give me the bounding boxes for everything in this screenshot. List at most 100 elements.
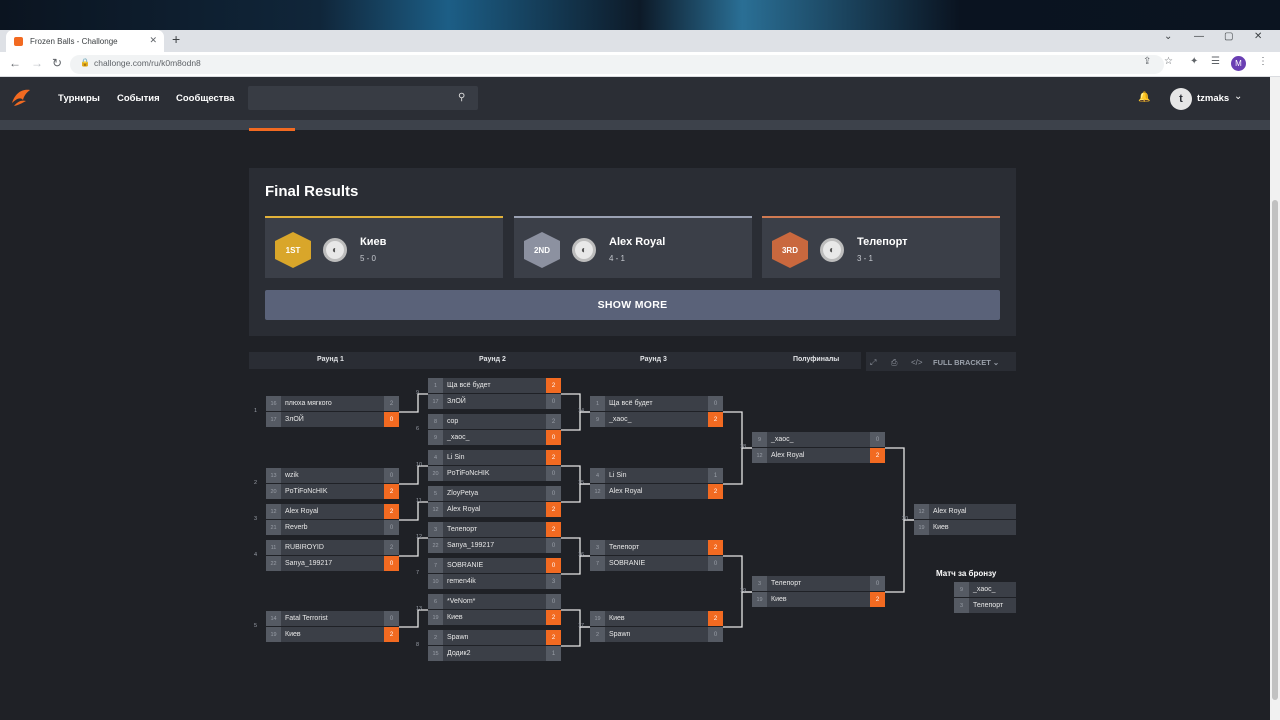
lock-icon[interactable]: 🔒 <box>80 58 90 67</box>
url-text[interactable]: challonge.com/ru/k0m8odn8 <box>94 58 201 68</box>
notifications-bell-icon[interactable]: 🔔 <box>1138 92 1151 103</box>
reload-icon[interactable]: ↻ <box>52 56 63 70</box>
nav-tournaments[interactable]: Турниры <box>58 93 100 104</box>
show-more-button[interactable]: SHOW MORE <box>265 290 1000 320</box>
share-icon[interactable]: ⇪ <box>1143 56 1152 67</box>
close-window-button[interactable]: ✕ <box>1254 31 1263 42</box>
user-avatar[interactable]: t <box>1170 88 1192 110</box>
extensions-icon[interactable]: ✦ <box>1190 56 1199 67</box>
forward-icon[interactable]: → <box>31 56 43 70</box>
expand-icon[interactable]: ⤢ <box>870 358 877 367</box>
nav-communities[interactable]: Сообщества <box>176 93 235 104</box>
search-icon[interactable]: ⚲ <box>458 92 466 103</box>
minimize-button[interactable]: — <box>1194 31 1204 42</box>
browser-menu-icon[interactable]: ⋮ <box>1258 56 1268 67</box>
omnibox[interactable] <box>70 55 1164 74</box>
match-player-row[interactable]: 9_хаос_ <box>954 582 1016 597</box>
embed-icon[interactable]: </> <box>911 358 923 367</box>
tab-close-icon[interactable]: ✕ <box>149 35 157 45</box>
profile-avatar[interactable]: M <box>1231 56 1246 71</box>
search-input[interactable] <box>248 86 478 110</box>
match-player-row[interactable]: 9_хаос_0 <box>752 432 885 447</box>
bookmark-star-icon[interactable]: ☆ <box>1164 56 1173 67</box>
scrollbar-thumb[interactable] <box>1272 200 1278 700</box>
nav-events[interactable]: События <box>117 93 160 104</box>
match-player-row[interactable]: 9_хаос_2 <box>590 412 723 427</box>
full-bracket-button[interactable]: FULL BRACKET ⌄ <box>933 358 999 367</box>
reading-list-icon[interactable]: ☰ <box>1211 56 1220 67</box>
back-icon[interactable]: ← <box>9 56 21 70</box>
match-player-row[interactable]: 9_хаос_0 <box>428 430 561 445</box>
match-player-row[interactable]: 6*VeNom*0 <box>428 594 561 609</box>
print-icon[interactable]: ⎙ <box>891 358 898 367</box>
user-menu-chevron-icon[interactable]: ⌄ <box>1234 91 1243 102</box>
browser-tab[interactable]: Frozen Balls - Challonge ✕ <box>6 30 164 52</box>
challonge-logo-icon[interactable] <box>10 87 32 109</box>
maximize-button[interactable]: ▢ <box>1224 31 1234 42</box>
new-tab-button[interactable]: + <box>172 31 181 47</box>
username[interactable]: tzmaks <box>1197 93 1230 104</box>
tab-search-icon[interactable]: ⌄ <box>1164 31 1173 42</box>
